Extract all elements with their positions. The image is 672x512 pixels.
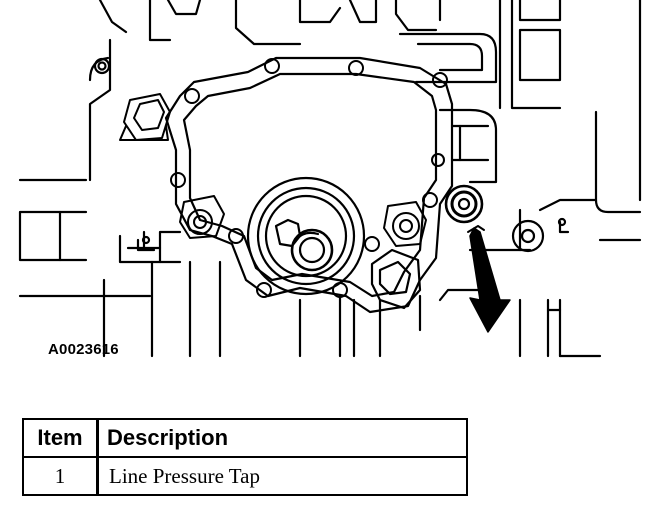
legend-table: Item Description 1 Line Pressure Tap — [22, 418, 468, 496]
line-pressure-tap — [444, 184, 484, 224]
case-background — [18, 0, 642, 358]
figure-id: A0023616 — [48, 341, 119, 358]
table-row: 1 Line Pressure Tap — [22, 456, 468, 496]
callout-arrow — [469, 227, 511, 333]
detent-bracket — [370, 248, 422, 310]
header-description: Description — [96, 418, 468, 458]
line-drawing — [18, 0, 642, 358]
header-item: Item — [22, 418, 99, 458]
legend-header-row: Item Description — [22, 418, 468, 458]
mounting-bolts — [119, 93, 427, 247]
transmission-illustration — [18, 0, 642, 358]
row-description: Line Pressure Tap — [96, 456, 468, 496]
manual-shaft — [246, 176, 366, 296]
row-item: 1 — [22, 456, 99, 496]
